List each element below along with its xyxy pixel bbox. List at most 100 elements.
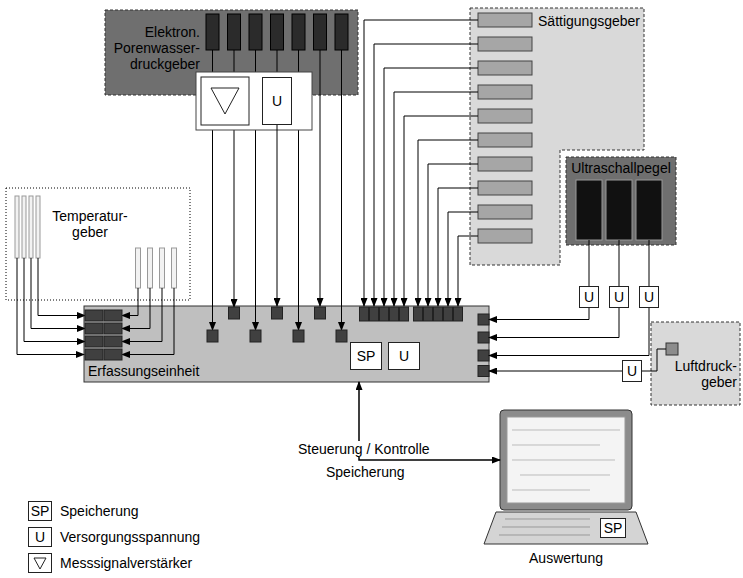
- sensor: [666, 343, 678, 355]
- input-port: [315, 307, 326, 319]
- signal-connector: [619, 245, 620, 286]
- sensor: [606, 180, 632, 240]
- sensor: [249, 14, 262, 50]
- wire: [122, 288, 174, 355]
- storage-box: SP: [350, 342, 382, 370]
- input-port: [104, 336, 122, 347]
- sensor: [314, 14, 327, 50]
- wire: [404, 116, 478, 306]
- input-port: [85, 323, 103, 334]
- sensor: [15, 13, 678, 355]
- input-port: [478, 314, 489, 325]
- input-port: [85, 336, 103, 347]
- signal-connector: [489, 308, 649, 356]
- legend-sample: [28, 553, 52, 573]
- sensor: [228, 14, 241, 50]
- input-port: [85, 349, 103, 360]
- sensor-group: Temperatur-geber: [6, 188, 190, 300]
- sensor: [335, 14, 348, 50]
- amplifier-symbol: [34, 558, 46, 569]
- laptop: [499, 519, 590, 535]
- sensor: [271, 14, 284, 50]
- box-label: U: [584, 289, 594, 305]
- input-port: [104, 349, 122, 360]
- box-label: SP: [604, 520, 623, 536]
- input-port: [250, 330, 261, 342]
- sensor: [478, 205, 532, 219]
- wire: [470, 20, 478, 21]
- input-port: [478, 350, 489, 361]
- group-outline: [84, 306, 489, 382]
- sensor: [148, 248, 153, 288]
- box-label: U: [614, 289, 624, 305]
- wire: [394, 92, 478, 306]
- wire: [122, 288, 150, 329]
- sensor: [160, 248, 165, 288]
- sensor: [478, 133, 532, 147]
- sensor: [15, 196, 19, 258]
- input-port: [400, 307, 409, 321]
- wire: [122, 288, 162, 342]
- supply-box: U: [609, 286, 629, 308]
- input-port: [293, 330, 304, 342]
- input-port: [85, 310, 103, 321]
- sensor: [478, 61, 532, 75]
- sensor: [478, 13, 532, 27]
- wire: [448, 212, 478, 306]
- laptop: Auswertung SP: [500, 410, 632, 568]
- input-port: [207, 330, 218, 342]
- group-label: Auswertung: [500, 550, 632, 566]
- input-port: [454, 307, 463, 321]
- group-label: Ultraschallpegel: [568, 160, 674, 176]
- sensor: [478, 157, 532, 171]
- wire: [320, 50, 321, 95]
- group-outline: [470, 8, 644, 265]
- legend-row: UVersorgungsspannung: [28, 524, 200, 550]
- wire: [438, 188, 478, 306]
- laptop: [512, 430, 620, 490]
- signal-connector: [277, 125, 278, 306]
- wire: [649, 240, 650, 245]
- supply-box: U: [262, 77, 292, 125]
- wire: [31, 258, 85, 329]
- sensor: [478, 109, 532, 123]
- input-port: [478, 366, 489, 377]
- input-port: [336, 330, 347, 342]
- amplifier-unit: [201, 77, 249, 125]
- group-outline: [6, 8, 740, 405]
- input-port: [478, 332, 489, 343]
- box-label: U: [399, 348, 409, 364]
- wire: [374, 44, 478, 306]
- signal-connector: [364, 20, 470, 306]
- laptop: [500, 410, 632, 510]
- legend: SPSpeicherungUVersorgungsspannungMesssig…: [28, 498, 200, 576]
- signal-connector: [489, 308, 589, 320]
- legend-row: Messsignalverstärker: [28, 550, 200, 576]
- input-port: [370, 307, 379, 321]
- sensor-group: Ultraschallpegel: [566, 157, 676, 245]
- wire: [24, 258, 85, 342]
- box-label: U: [644, 289, 654, 305]
- sensor: [478, 37, 532, 51]
- input-port: [444, 307, 453, 321]
- box-label: SP: [357, 348, 376, 364]
- legend-text: Versorgungsspannung: [60, 529, 200, 545]
- sensor: [136, 248, 141, 288]
- signal-connector: [649, 245, 650, 286]
- supply-box: U: [622, 360, 642, 382]
- sensor: [172, 248, 177, 288]
- signal-connector: [489, 371, 622, 372]
- input-port: [424, 307, 433, 321]
- box-label: U: [627, 363, 637, 379]
- connector-note: Speicherung: [326, 464, 405, 480]
- supply-box: U: [388, 342, 420, 370]
- laptop: [484, 512, 648, 544]
- input-port: [414, 307, 423, 321]
- sensor: [478, 85, 532, 99]
- connector-label: Steuerung / Kontrolle: [296, 441, 432, 457]
- laptop: [484, 410, 648, 544]
- sensor: [478, 181, 532, 195]
